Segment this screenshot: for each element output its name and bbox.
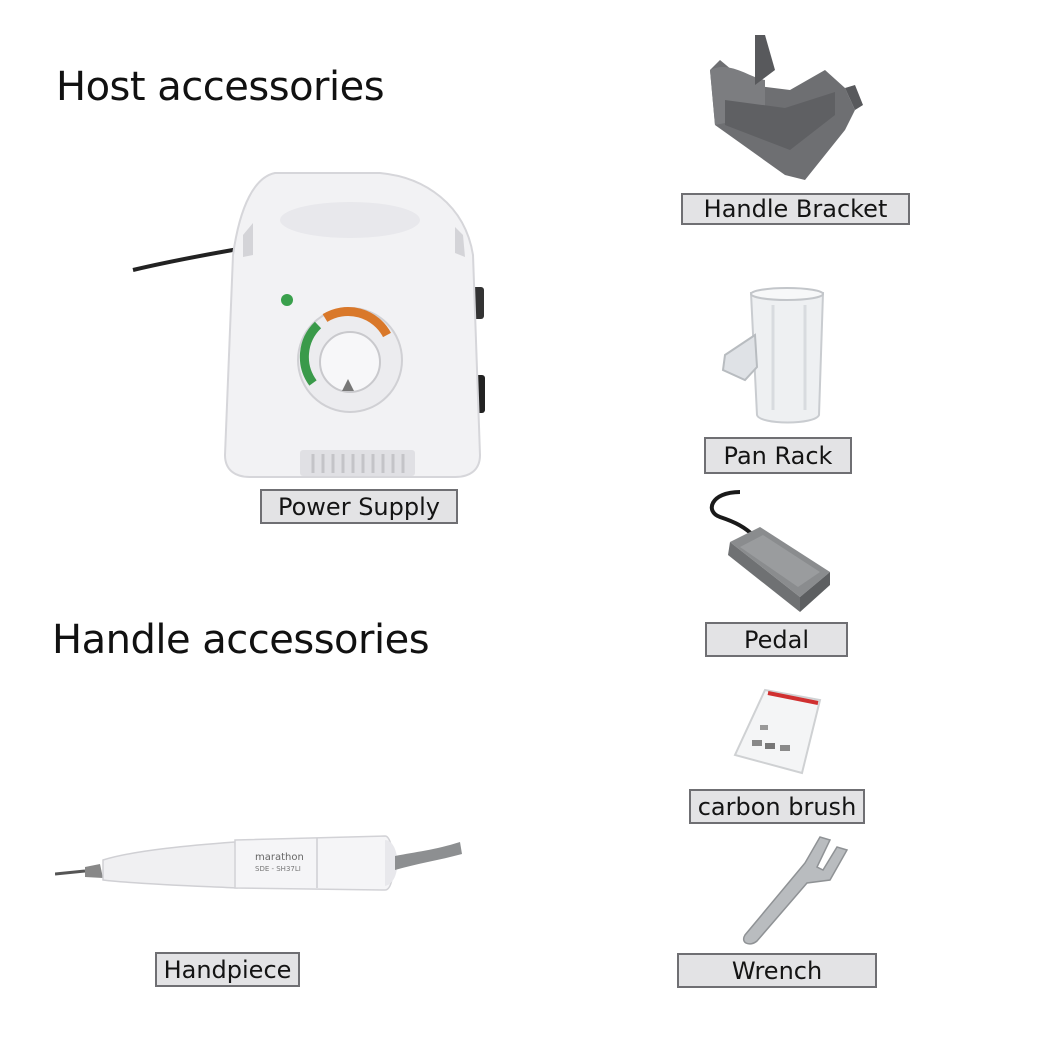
power-supply-image xyxy=(132,172,485,478)
handpiece-model-text: SDE - SH37LI xyxy=(255,865,301,873)
carbon-brush-image xyxy=(733,688,822,775)
wrench-label: Wrench xyxy=(677,953,877,988)
pedal-label: Pedal xyxy=(705,622,848,657)
carbon-brush-label: carbon brush xyxy=(689,789,865,824)
wrench-image xyxy=(743,836,849,945)
handle-bracket-label: Handle Bracket xyxy=(681,193,910,225)
handpiece-label: Handpiece xyxy=(155,952,300,987)
pedal-image xyxy=(709,490,830,612)
host-accessories-heading: Host accessories xyxy=(56,64,385,110)
power-supply-label: Power Supply xyxy=(260,489,458,524)
pan-rack-image xyxy=(721,287,825,424)
handpiece-brand-text: marathon xyxy=(255,852,304,863)
handle-accessories-heading: Handle accessories xyxy=(52,617,430,663)
pan-rack-label: Pan Rack xyxy=(704,437,852,474)
handle-bracket-image xyxy=(710,35,863,180)
handpiece-image: marathon SDE - SH37LI xyxy=(55,835,462,891)
